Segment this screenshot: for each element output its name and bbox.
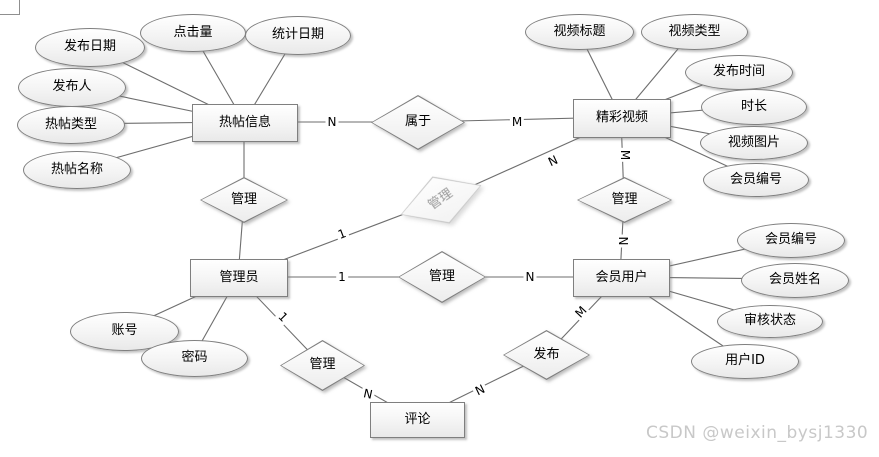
attribute-member-id-of-video: 会员编号 bbox=[703, 163, 809, 197]
relationship-label: 管理 bbox=[611, 191, 638, 207]
attribute-label: 用户ID bbox=[725, 353, 765, 369]
attribute-label: 视频图片 bbox=[727, 134, 780, 150]
attribute-stats-date: 统计日期 bbox=[245, 16, 351, 55]
cardinality-label: M bbox=[618, 147, 632, 163]
entity-comment: 评论 bbox=[370, 402, 465, 438]
attribute-video-type: 视频类型 bbox=[641, 14, 748, 50]
relationship-label: 发布 bbox=[533, 346, 560, 362]
entity-member-user: 会员用户 bbox=[573, 259, 670, 297]
attribute-publish-time: 发布时间 bbox=[685, 55, 793, 90]
attribute-click-count: 点击量 bbox=[140, 14, 246, 52]
attribute-label: 密码 bbox=[181, 350, 208, 366]
entity-admin: 管理员 bbox=[190, 259, 288, 297]
attribute-password: 密码 bbox=[141, 340, 248, 377]
attribute-duration: 时长 bbox=[701, 89, 807, 125]
entity-featured-video: 精彩视频 bbox=[573, 99, 671, 138]
attribute-label: 视频标题 bbox=[553, 23, 606, 39]
entity-label: 精彩视频 bbox=[595, 110, 648, 126]
cardinality-label: N bbox=[360, 386, 376, 402]
cardinality-label: N bbox=[325, 115, 339, 129]
attribute-post-name: 热帖名称 bbox=[23, 151, 131, 189]
attribute-label: 发布时间 bbox=[712, 64, 765, 80]
attribute-label: 发布人 bbox=[52, 79, 92, 95]
attribute-label: 会员编号 bbox=[729, 171, 782, 187]
attribute-member-id: 会员编号 bbox=[737, 223, 845, 258]
attribute-video-image: 视频图片 bbox=[700, 126, 808, 160]
attribute-account: 账号 bbox=[70, 312, 179, 351]
entity-label: 管理员 bbox=[219, 269, 259, 285]
attribute-audit-status: 审核状态 bbox=[717, 305, 823, 338]
cardinality-label: N bbox=[523, 270, 537, 284]
attribute-publisher: 发布人 bbox=[18, 68, 126, 107]
relationship-label: 属于 bbox=[404, 114, 431, 130]
attribute-post-type: 热帖类型 bbox=[17, 106, 125, 144]
attribute-label: 审核状态 bbox=[743, 313, 796, 329]
attribute-label: 账号 bbox=[111, 323, 138, 339]
cardinality-label: 1 bbox=[336, 270, 348, 284]
entity-label: 热帖信息 bbox=[218, 114, 271, 130]
relationship-manage-posts: 管理 bbox=[200, 177, 288, 223]
attribute-video-title: 视频标题 bbox=[525, 14, 634, 50]
attribute-publish-date: 发布日期 bbox=[35, 28, 145, 67]
attribute-label: 发布日期 bbox=[63, 39, 116, 55]
attribute-label: 热帖名称 bbox=[50, 161, 103, 177]
relationship-belongs-to: 属于 bbox=[371, 95, 465, 150]
attribute-member-name: 会员姓名 bbox=[741, 263, 849, 298]
attribute-label: 时长 bbox=[740, 98, 767, 114]
attribute-label: 统计日期 bbox=[271, 27, 324, 43]
attribute-label: 点击量 bbox=[173, 24, 213, 40]
entity-hot-post-info: 热帖信息 bbox=[192, 104, 298, 142]
entity-label: 会员用户 bbox=[595, 269, 648, 285]
attribute-label: 热帖类型 bbox=[44, 116, 97, 132]
relationship-manage-comments: 管理 bbox=[280, 340, 365, 391]
csdn-watermark: CSDN @weixin_bysj1330 bbox=[646, 423, 869, 443]
attribute-label: 会员编号 bbox=[764, 232, 817, 248]
attribute-label: 视频类型 bbox=[668, 23, 721, 39]
relationship-label: 管理 bbox=[309, 357, 336, 373]
attribute-user-id: 用户ID bbox=[691, 344, 799, 379]
entity-label: 评论 bbox=[404, 411, 431, 427]
partial-shape-topleft bbox=[0, 0, 20, 15]
relationship-publish: 发布 bbox=[503, 330, 590, 380]
cardinality-label: N bbox=[616, 234, 630, 248]
relationship-label: 管理 bbox=[230, 191, 257, 207]
relationship-manage-videos: 管理 bbox=[577, 177, 672, 223]
attribute-label: 会员姓名 bbox=[768, 272, 821, 288]
relationship-manage-members: 管理 bbox=[398, 251, 486, 303]
cardinality-label: M bbox=[509, 115, 525, 129]
relationship-label: 管理 bbox=[428, 268, 455, 284]
